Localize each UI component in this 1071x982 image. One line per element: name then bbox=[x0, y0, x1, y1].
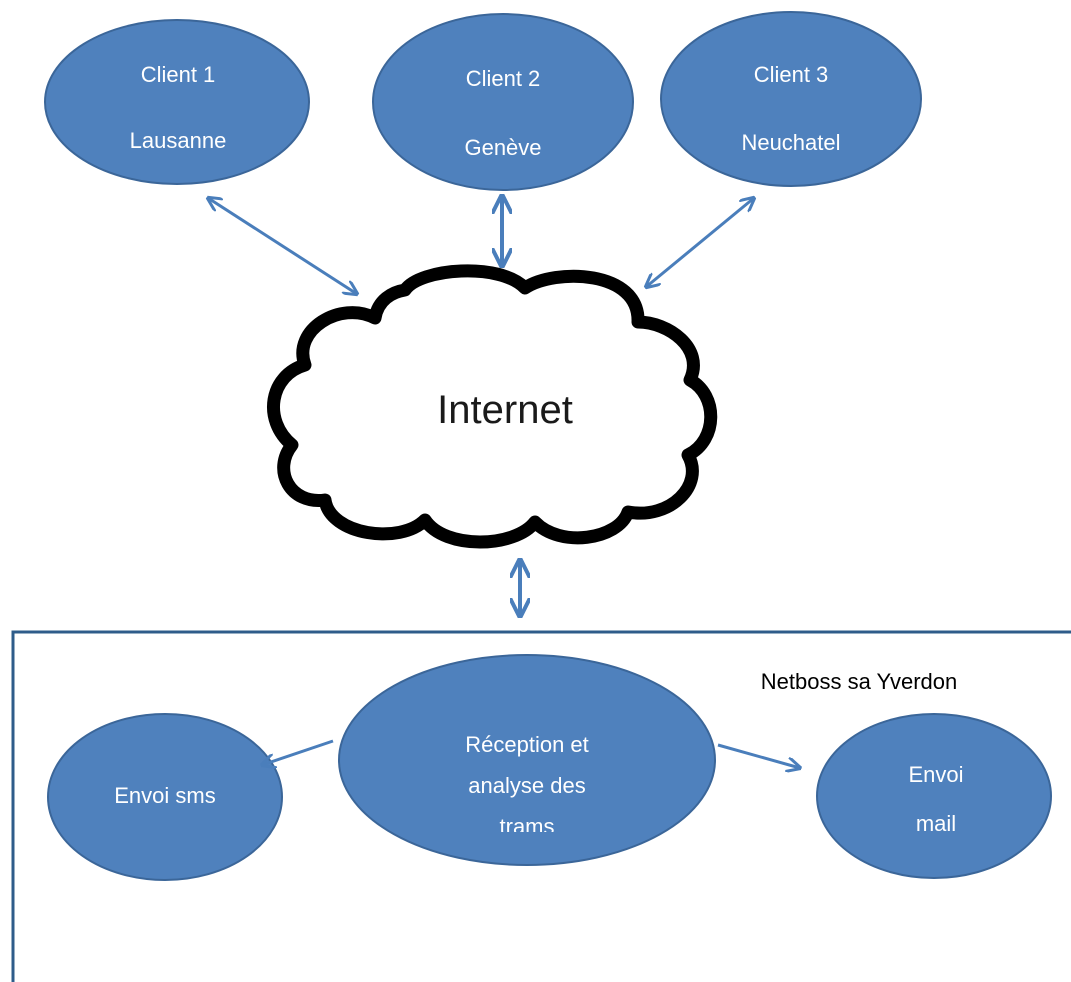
arrow-client-3-internet bbox=[646, 198, 754, 287]
sms-node: Envoi sms bbox=[47, 713, 283, 881]
reception-line-2: analyse des bbox=[468, 773, 585, 798]
reception-shape bbox=[338, 654, 716, 866]
internet-label: Internet bbox=[437, 388, 573, 432]
arrow-reception-sms bbox=[262, 739, 334, 765]
arrow-reception-mail bbox=[717, 743, 800, 768]
client-2-name: Client 2 bbox=[466, 66, 541, 91]
sms-label: Envoi sms bbox=[114, 783, 215, 808]
client-1-shape bbox=[44, 19, 310, 185]
client-3-node: Client 3 Neuchatel bbox=[660, 11, 922, 187]
arrow-client-1-internet bbox=[208, 198, 357, 294]
mail-shape bbox=[816, 713, 1052, 879]
reception-line-1: Réception et bbox=[465, 732, 589, 757]
client-2-node: Client 2 Genève bbox=[372, 13, 634, 191]
reception-line-3: trams bbox=[500, 814, 555, 839]
internet-cloud: Internet bbox=[267, 264, 718, 549]
client-1-city: Lausanne bbox=[130, 128, 227, 153]
sms-shape bbox=[47, 713, 283, 881]
cloud-icon bbox=[267, 264, 718, 549]
server-box: Netboss sa Yverdon bbox=[11, 630, 1071, 982]
client-3-name: Client 3 bbox=[754, 62, 829, 87]
reception-node: Réception et analyse des trams bbox=[338, 654, 716, 866]
mail-line-1: Envoi bbox=[908, 762, 963, 787]
client-1-name: Client 1 bbox=[141, 62, 216, 87]
client-2-shape bbox=[372, 13, 634, 191]
server-title: Netboss sa Yverdon bbox=[761, 669, 958, 694]
client-2-city: Genève bbox=[464, 135, 541, 160]
mail-node: Envoi mail bbox=[816, 713, 1052, 879]
client-3-city: Neuchatel bbox=[741, 130, 840, 155]
mail-line-2: mail bbox=[916, 811, 956, 836]
client-3-shape bbox=[660, 11, 922, 187]
client-1-node: Client 1 Lausanne bbox=[44, 19, 310, 185]
server-box-border bbox=[11, 630, 1071, 982]
